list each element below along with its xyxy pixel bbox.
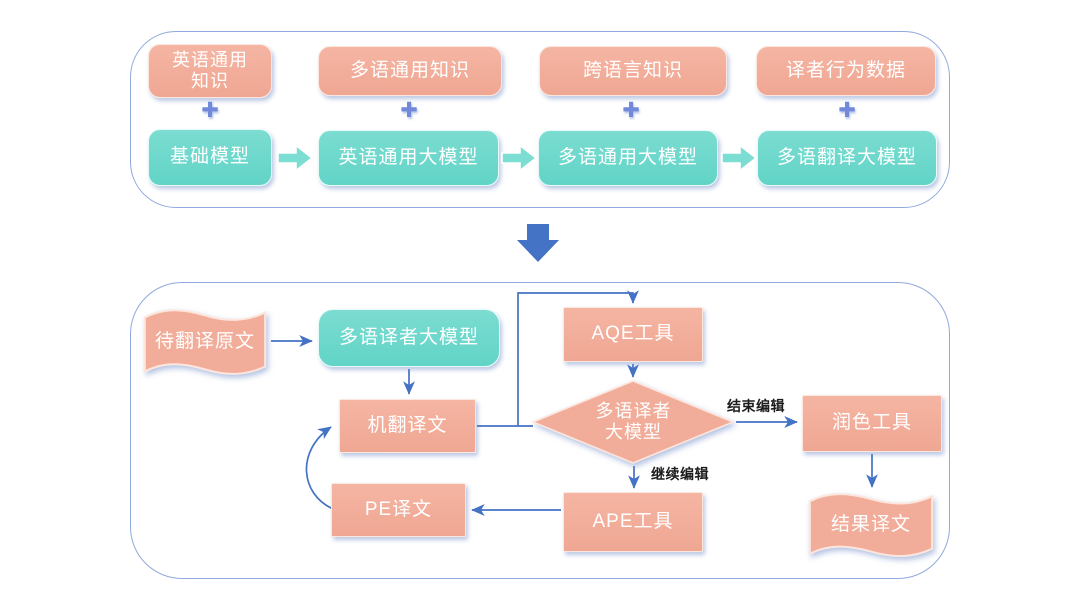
model-box-multilingual-general-llm: 多语通用大模型 (538, 130, 718, 186)
mt-output-box: 机翻译文 (339, 399, 476, 453)
edge-mt-to-aqe (517, 290, 639, 426)
knowledge-box-multilingual-general: 多语通用知识 (318, 46, 502, 96)
continue-edit-label: 继续编辑 (651, 466, 709, 482)
polish-tool-box: 润色工具 (802, 395, 942, 452)
knowledge-box-translator-behavior: 译者行为数据 (756, 46, 936, 96)
ape-tool-box: APE工具 (563, 492, 703, 552)
source-doc-tape-shape: 待翻译原文 (141, 306, 269, 378)
source-doc-label: 待翻译原文 (154, 330, 255, 352)
decision-diamond: 多语译者 大模型 (531, 378, 736, 466)
pe-output-box: PE译文 (331, 483, 466, 537)
edge-pe-to-mt-curve (305, 426, 334, 510)
model-box-base: 基础模型 (148, 129, 272, 186)
block-arrow-right-icon (499, 141, 539, 175)
block-arrow-right-icon (719, 141, 759, 175)
plus-icon: ✚ (622, 99, 640, 122)
plus-icon: ✚ (201, 99, 219, 122)
plus-icon: ✚ (838, 99, 856, 122)
model-box-multilingual-translation-llm: 多语翻译大模型 (757, 130, 937, 186)
result-doc-tape-shape: 结果译文 (806, 490, 936, 560)
translator-llm-box: 多语译者大模型 (318, 309, 500, 367)
plus-icon: ✚ (400, 99, 418, 122)
block-arrow-right-icon (275, 141, 315, 175)
result-doc-label: 结果译文 (830, 513, 911, 535)
decision-label: 多语译者 大模型 (595, 400, 672, 442)
finish-edit-label: 结束编辑 (727, 398, 785, 414)
knowledge-box-english-general: 英语通用 知识 (148, 44, 272, 98)
knowledge-box-crosslingual: 跨语言知识 (539, 46, 727, 96)
model-box-english-general-llm: 英语通用大模型 (318, 130, 499, 186)
big-down-arrow-icon (515, 222, 561, 264)
aqe-tool-box: AQE工具 (563, 307, 703, 362)
